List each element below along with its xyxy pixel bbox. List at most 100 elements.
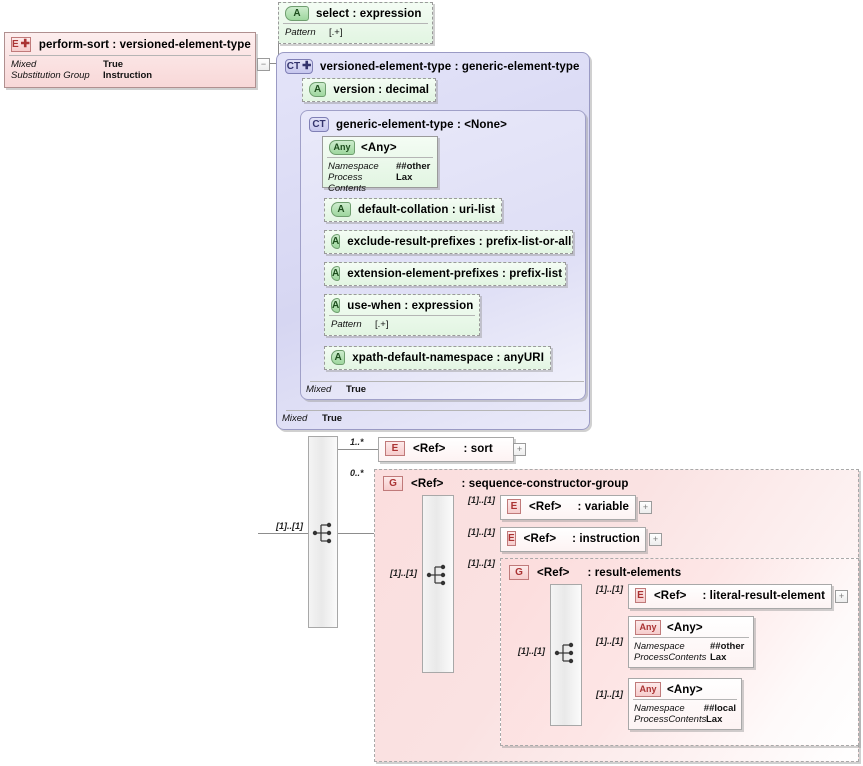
attribute-icon: A: [309, 82, 327, 97]
attribute-box-select[interactable]: A select : expression Pattern [.+]: [278, 2, 433, 44]
complextype-footer-separator: [286, 410, 586, 411]
element-ref-name: : instruction: [572, 532, 640, 545]
group-ref-label: <Ref>: [537, 566, 570, 579]
root-expander-button[interactable]: −: [257, 58, 270, 71]
element-ref-title: E <Ref> : sort: [379, 438, 513, 456]
any-box-top[interactable]: Any <Any> Namespace ##other Process Cont…: [322, 136, 438, 194]
element-ref-sort[interactable]: E <Ref> : sort: [378, 437, 514, 462]
expander-instruction[interactable]: +: [649, 533, 662, 546]
sequence-bar-group2[interactable]: [550, 584, 582, 726]
expander-variable[interactable]: +: [639, 501, 652, 514]
complextype-footer: Mixed True: [282, 413, 342, 424]
property-value: Lax: [396, 172, 413, 183]
any-separator: [327, 157, 433, 158]
attribute-title: A extension-element-prefixes : prefix-li…: [325, 263, 565, 281]
attribute-box-use-when[interactable]: A use-when : expression Pattern [.+]: [324, 294, 480, 336]
group-ref-label: <Ref>: [411, 477, 444, 490]
property-row: Namespace ##other: [634, 641, 748, 652]
any-icon: Any: [635, 620, 661, 635]
property-row: Pattern [.+]: [331, 319, 473, 330]
property-value: Lax: [710, 652, 727, 663]
root-element-separator: [9, 55, 251, 56]
attribute-title-version: A version : decimal: [303, 79, 435, 97]
property-key: Mixed: [306, 384, 332, 395]
any-properties: Namespace ##other Process Contents Lax: [323, 158, 437, 194]
element-ref-title: E <Ref> : instruction: [501, 528, 645, 546]
attribute-name-select: select : expression: [316, 7, 422, 20]
property-key: Namespace: [634, 641, 685, 652]
attribute-box-version[interactable]: A version : decimal: [302, 78, 436, 102]
property-value: [.+]: [329, 27, 343, 38]
attribute-name: default-collation : uri-list: [358, 203, 495, 216]
sequence-icon: [426, 564, 446, 586]
any-box-other[interactable]: Any <Any> Namespace ##other ProcessConte…: [628, 616, 754, 668]
any-properties: Namespace ##other ProcessContents Lax: [629, 638, 753, 663]
expander-literal-result-element[interactable]: +: [835, 590, 848, 603]
any-box-local[interactable]: Any <Any> Namespace ##local ProcessConte…: [628, 678, 742, 730]
any-separator: [633, 699, 737, 700]
attribute-box-exclude-result-prefixes[interactable]: A exclude-result-prefixes : prefix-list-…: [324, 230, 573, 254]
complextype-inner-title: CT generic-element-type : <None>: [301, 111, 585, 132]
element-ref-label: <Ref>: [413, 442, 446, 455]
element-ref-instruction[interactable]: E <Ref> : instruction: [500, 527, 646, 552]
any-separator: [633, 637, 749, 638]
attribute-properties-select: Pattern [.+]: [279, 24, 432, 38]
group-icon: G: [509, 565, 529, 580]
root-expander-glyph: −: [260, 59, 267, 69]
attribute-title-select: A select : expression: [279, 3, 432, 23]
element-ref-literal-result-element[interactable]: E <Ref> : literal-result-element: [628, 584, 832, 609]
cardinality-sort: 1..*: [350, 437, 364, 447]
attribute-box-extension-element-prefixes[interactable]: A extension-element-prefixes : prefix-li…: [324, 262, 566, 286]
any-icon: Any: [635, 682, 661, 697]
cardinality-literal-result-element: [1]..[1]: [596, 584, 623, 594]
attribute-name: extension-element-prefixes : prefix-list: [347, 267, 563, 280]
complextype-plus-icon: CT✚: [285, 59, 313, 74]
complextype-inner-footer-separator: [310, 381, 584, 382]
any-title: Any <Any>: [323, 137, 437, 157]
attribute-name-version: version : decimal: [333, 83, 429, 96]
group-ref-title: G <Ref> : sequence-constructor-group: [375, 470, 858, 491]
group-ref-name: : sequence-constructor-group: [461, 477, 629, 490]
cardinality-result-elements: [1]..[1]: [468, 558, 495, 568]
root-element-box[interactable]: E✚ perform-sort : versioned-element-type…: [4, 32, 256, 88]
property-value: [.+]: [375, 319, 389, 330]
attribute-icon: A: [331, 234, 341, 249]
sequence-bar-root[interactable]: [308, 436, 338, 628]
group-ref-name: : result-elements: [587, 566, 682, 579]
attribute-box-xpath-default-namespace[interactable]: A xpath-default-namespace : anyURI: [324, 346, 551, 370]
element-ref-variable[interactable]: E <Ref> : variable: [500, 495, 636, 520]
attribute-properties: Pattern [.+]: [325, 316, 479, 330]
cardinality-root-sequence: [1]..[1]: [276, 521, 303, 531]
property-key: Substitution Group: [11, 70, 90, 81]
sequence-bar-group1[interactable]: [422, 495, 454, 673]
attribute-name: xpath-default-namespace : anyURI: [352, 351, 544, 364]
attribute-title: A default-collation : uri-list: [325, 199, 501, 217]
attribute-title: A use-when : expression: [325, 295, 479, 315]
attribute-icon: A: [331, 202, 352, 217]
cardinality-group1-sequence: [1]..[1]: [390, 568, 417, 578]
cardinality-group2-sequence: [1]..[1]: [518, 646, 545, 656]
expander-sort[interactable]: +: [513, 443, 526, 456]
line-seq-out-group: [336, 533, 374, 534]
root-element-name: perform-sort : versioned-element-type: [38, 38, 251, 51]
any-name: <Any>: [361, 141, 397, 154]
expander-glyph: +: [652, 534, 659, 544]
attribute-icon: A: [331, 266, 341, 281]
property-key: Pattern: [285, 27, 316, 38]
element-ref-name: : sort: [463, 442, 493, 455]
property-value: ##other: [396, 161, 431, 172]
attribute-name: use-when : expression: [347, 299, 474, 312]
attribute-separator: [283, 23, 428, 24]
attribute-separator: [329, 315, 475, 316]
property-row: Namespace ##local: [634, 703, 736, 714]
property-value: ##local: [703, 703, 736, 714]
expander-glyph: +: [516, 444, 523, 454]
cardinality-any-1: [1]..[1]: [596, 636, 623, 646]
attribute-box-default-collation[interactable]: A default-collation : uri-list: [324, 198, 502, 222]
property-value: True: [103, 59, 124, 70]
cardinality-instruction: [1]..[1]: [468, 527, 495, 537]
cardinality-variable: [1]..[1]: [468, 495, 495, 505]
attribute-title: A exclude-result-prefixes : prefix-list-…: [325, 231, 572, 249]
element-icon: E: [635, 588, 646, 603]
attribute-icon: A: [331, 350, 346, 365]
